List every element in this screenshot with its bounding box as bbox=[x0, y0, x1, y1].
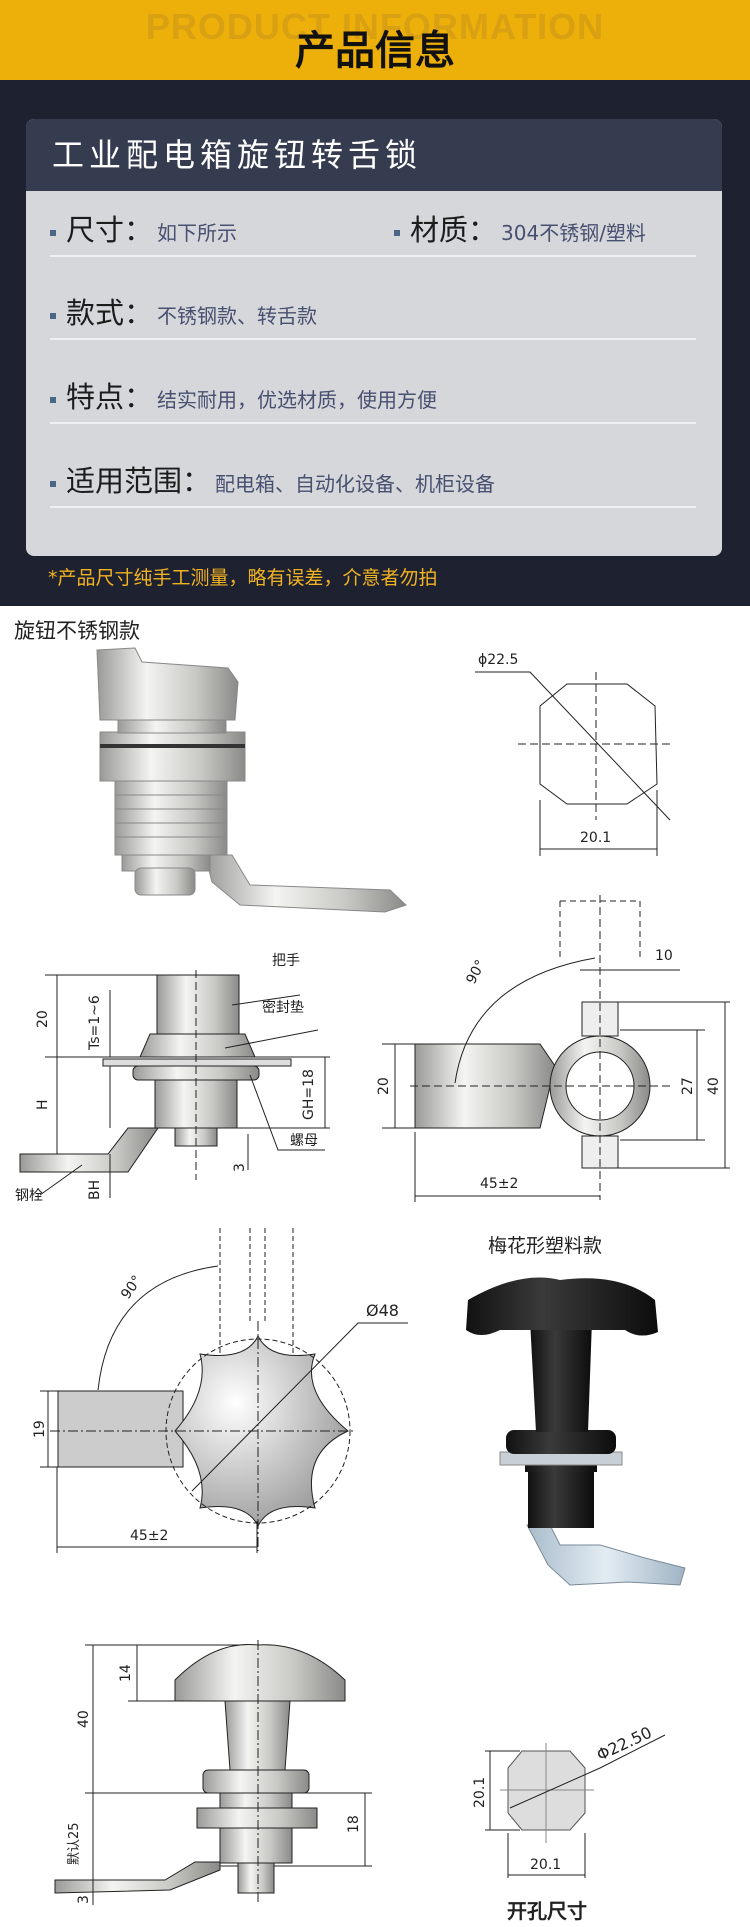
plastic-hole-drawing bbox=[485, 1734, 666, 1878]
nut-label: 螺母 bbox=[290, 1133, 318, 1149]
spec-row: 尺寸：如下所示 材质：304不锈钢/塑料 bbox=[50, 195, 696, 257]
hole-width-label: 20.1 bbox=[580, 830, 611, 846]
product-name: 工业配电箱旋钮转舌锁 bbox=[26, 119, 722, 191]
bullet-icon bbox=[50, 230, 56, 236]
dim-18: 18 bbox=[346, 1815, 362, 1833]
dim-40: 40 bbox=[706, 1077, 722, 1095]
handle-label: 把手 bbox=[272, 953, 300, 969]
stainless-section-title: 旋钮不锈钢款 bbox=[14, 619, 140, 643]
plastic-side-drawing bbox=[54, 1640, 372, 1905]
hole-caption: 开孔尺寸 bbox=[507, 1899, 587, 1923]
spec-value: 304不锈钢/塑料 bbox=[501, 221, 646, 245]
dim-gh: GH=18 bbox=[301, 1069, 317, 1120]
dim-h: H bbox=[35, 1099, 51, 1110]
dim-27: 27 bbox=[680, 1077, 696, 1095]
spec-style: 款式：不锈钢款、转舌款 bbox=[50, 290, 317, 332]
spec-value: 结实耐用，优选材质，使用方便 bbox=[157, 388, 438, 412]
bullet-icon bbox=[50, 313, 56, 319]
angle-label: 90° bbox=[463, 957, 489, 986]
dim-40: 40 bbox=[76, 1710, 92, 1728]
dim-10: 10 bbox=[655, 948, 673, 964]
spec-value: 如下所示 bbox=[157, 221, 238, 245]
dim-19: 19 bbox=[32, 1420, 48, 1438]
hole-diameter-label: ϕ22.5 bbox=[478, 652, 518, 668]
plastic-top-drawing bbox=[40, 1228, 408, 1553]
bullet-icon bbox=[394, 230, 400, 236]
dim-14: 14 bbox=[118, 1664, 134, 1682]
length-label: 45±2 bbox=[480, 1176, 518, 1192]
spec-material: 材质：304不锈钢/塑料 bbox=[394, 207, 646, 249]
stainless-top-drawing bbox=[382, 895, 730, 1202]
stainless-side-drawing bbox=[19, 970, 330, 1198]
diameter-label: Ø48 bbox=[366, 1301, 399, 1320]
hole-width-label: 20.1 bbox=[530, 1857, 561, 1873]
plastic-lock-photo bbox=[466, 1277, 686, 1586]
spec-label: 材质： bbox=[410, 213, 498, 247]
spec-features: 特点：结实耐用，优选材质，使用方便 bbox=[50, 374, 437, 416]
technical-drawings: 旋钮不锈钢款 ϕ22.5 20.1 bbox=[14, 619, 730, 1923]
spec-row: 款式：不锈钢款、转舌款 bbox=[50, 278, 696, 340]
spec-size: 尺寸：如下所示 bbox=[50, 207, 237, 249]
spec-label: 特点： bbox=[66, 380, 154, 414]
length-label: 45±2 bbox=[130, 1528, 168, 1544]
spec-row: 特点：结实耐用，优选材质，使用方便 bbox=[50, 362, 696, 424]
dim-3: 3 bbox=[232, 1163, 248, 1172]
spec-application: 适用范围：配电箱、自动化设备、机柜设备 bbox=[50, 458, 495, 500]
spec-label: 适用范围： bbox=[66, 464, 212, 498]
hole-height-label: 20.1 bbox=[472, 1777, 488, 1808]
bolt-label: 钢栓 bbox=[15, 1188, 43, 1204]
stainless-lock-photo bbox=[96, 647, 407, 913]
spec-row: 适用范围：配电箱、自动化设备、机柜设备 bbox=[50, 446, 696, 508]
plastic-section-title: 梅花形塑料款 bbox=[488, 1235, 602, 1257]
spec-label: 款式： bbox=[66, 296, 154, 330]
spec-value: 不锈钢款、转舌款 bbox=[157, 304, 318, 328]
measurement-note: *产品尺寸纯手工测量，略有误差，介意者勿拍 bbox=[48, 567, 438, 589]
dim-3: 3 bbox=[76, 1895, 92, 1904]
bullet-icon bbox=[50, 397, 56, 403]
hole-diameter-label: Φ22.50 bbox=[594, 1723, 655, 1765]
header-banner: PRODUCT INFORMATION 产品信息 bbox=[0, 0, 750, 80]
header-title: 产品信息 bbox=[295, 28, 455, 74]
dim-20: 20 bbox=[376, 1077, 392, 1095]
dim-ts: Ts=1~6 bbox=[87, 995, 103, 1051]
header-watermark: PRODUCT INFORMATION bbox=[145, 6, 605, 47]
dim-bh: BH bbox=[87, 1180, 103, 1200]
gasket-label: 密封垫 bbox=[262, 999, 304, 1016]
spec-value: 配电箱、自动化设备、机柜设备 bbox=[215, 472, 496, 496]
dim-default-25: 默认25 bbox=[66, 1822, 82, 1865]
bullet-icon bbox=[50, 481, 56, 487]
spec-label: 尺寸： bbox=[66, 213, 154, 247]
product-info-card: 工业配电箱旋钮转舌锁 尺寸：如下所示 材质：304不锈钢/塑料 款式：不锈钢款、… bbox=[26, 119, 722, 556]
dim-20: 20 bbox=[35, 1010, 51, 1028]
stainless-hole-drawing bbox=[475, 671, 672, 856]
